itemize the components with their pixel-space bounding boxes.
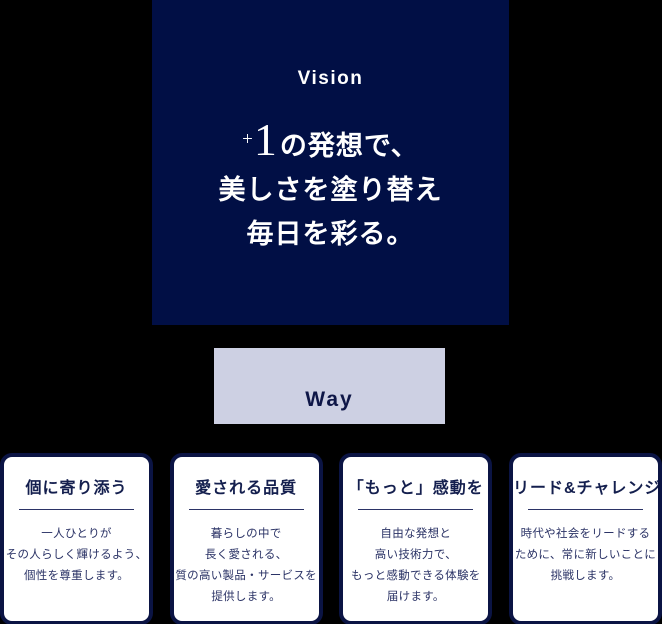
plus-sign-text: + — [242, 129, 253, 150]
value-card-lead-challenge: リード&チャレンジ 時代や社会をリードする ために、常に新しいことに 挑戦します… — [508, 453, 662, 624]
value-card-description: 自由な発想と 高い技術力で、 もっと感動できる体験を 届けます。 — [343, 524, 488, 608]
value-card-aisareru-hinshitsu: 愛される品質 暮らしの中で 長く愛される、 質の高い製品・サービスを 提供します… — [169, 453, 323, 624]
vision-heading: Vision — [297, 68, 364, 89]
vision-statement-line-1-text: の発想で、 — [279, 131, 419, 161]
value-card-description-line: 質の高い製品・サービスを — [175, 570, 317, 582]
value-card-title: リード&チャレンジ — [512, 480, 662, 497]
way-heading: Way — [305, 388, 354, 411]
value-card-description-line: 挑戦します。 — [550, 570, 621, 582]
value-card-description-line: 個性を尊重します。 — [23, 570, 130, 582]
value-card-description-line: 自由な発想と — [380, 528, 452, 540]
value-card-description-line: 長く愛される、 — [204, 549, 288, 561]
value-card-description-line: 一人ひとりが — [41, 528, 112, 540]
value-card-description: 時代や社会をリードする ために、常に新しいことに 挑戦します。 — [513, 524, 658, 587]
divider — [358, 509, 474, 510]
value-card-description-line: 提供します。 — [211, 591, 281, 603]
value-card-description: 一人ひとりが その人らしく輝けるよう、 個性を尊重します。 — [4, 524, 149, 587]
value-card-description-line: もっと感動できる体験を — [351, 570, 481, 582]
value-card-motto-kandou: 「もっと」感動を 自由な発想と 高い技術力で、 もっと感動できる体験を 届けます… — [339, 453, 493, 624]
value-card-description-line: 暮らしの中で — [210, 528, 282, 540]
divider — [19, 509, 134, 510]
value-card-title: 「もっと」感動を — [347, 480, 484, 497]
value-card-description-line: 届けます。 — [386, 591, 445, 603]
vision-statement-line-3: 毎日を彩る。 — [246, 219, 415, 249]
value-card-title: 愛される品質 — [195, 480, 298, 497]
value-card-description-line: 高い技術力で、 — [374, 549, 457, 561]
value-card-description: 暮らしの中で 長く愛される、 質の高い製品・サービスを 提供します。 — [174, 524, 319, 608]
value-card-kotoni-yorisou: 個に寄り添う 一人ひとりが その人らしく輝けるよう、 個性を尊重します。 — [0, 453, 153, 624]
divider — [188, 509, 304, 510]
value-card-description-line: 時代や社会をリードする — [520, 528, 651, 540]
value-card-description-line: ために、常に新しいことに — [514, 549, 657, 561]
value-card-description-line: その人らしく輝けるよう、 — [5, 549, 148, 561]
values-row: 個に寄り添う 一人ひとりが その人らしく輝けるよう、 個性を尊重します。 愛され… — [0, 453, 662, 624]
divider — [527, 509, 643, 510]
way-box: Way — [214, 348, 445, 424]
vision-statement-line-2: 美しさを塗り替え — [218, 175, 443, 205]
one-numeral-text: 1 — [253, 114, 277, 165]
value-card-title: 個に寄り添う — [25, 480, 128, 497]
